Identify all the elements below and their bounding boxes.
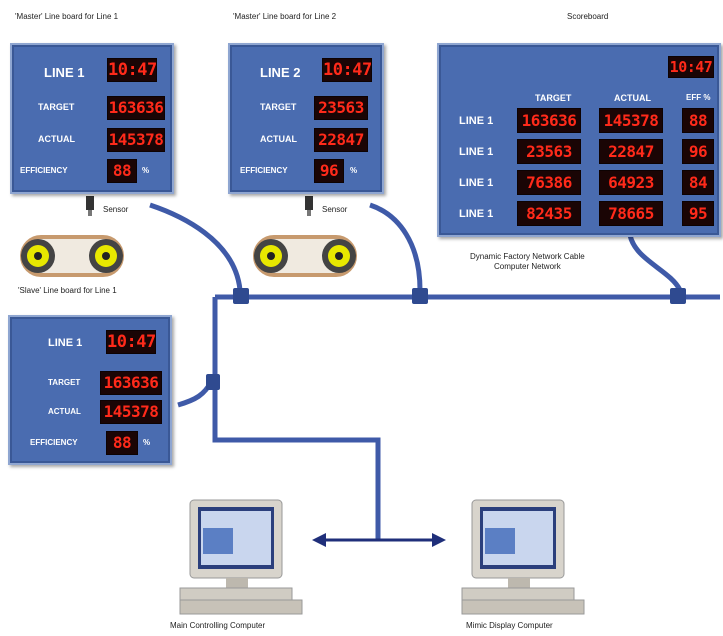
board-time-display: 10:47 [107,58,157,82]
row-line-label: LINE 1 [459,177,494,189]
caption-sensor2: Sensor [322,205,348,214]
row-line-label: LINE 1 [459,146,494,158]
target-label: TARGET [260,102,297,112]
efficiency-label: EFFICIENCY [240,166,288,175]
conveyor-line1 [20,235,124,277]
caption-network: Dynamic Factory Network Cable Computer N… [470,252,585,271]
actual-display: 145378 [100,400,162,424]
efficiency-label: EFFICIENCY [30,438,78,447]
efficiency-display: 88 [107,159,137,183]
caption-sensor1: Sensor [103,205,129,214]
cable-master1 [149,202,243,291]
arrow-right-head [432,533,446,547]
scoreboard-time-display: 10:47 [668,56,714,78]
efficiency-label: EFFICIENCY [20,166,68,175]
cable-trunk [212,297,381,540]
conveyor-line2 [253,235,357,277]
actual-display: 22847 [314,128,368,152]
header-actual: ACTUAL [614,93,651,103]
actual-label: ACTUAL [38,134,75,144]
row-target-display: 76386 [517,170,581,195]
row-target-display: 23563 [517,139,581,164]
row-actual-display: 78665 [599,201,663,226]
board-time-display: 10:47 [322,58,372,82]
row-target-display: 82435 [517,201,581,226]
percent-sign: % [350,166,358,175]
actual-display: 145378 [107,128,165,152]
row-line-label: LINE 1 [459,208,494,220]
header-target: TARGET [535,93,572,103]
actual-label: ACTUAL [48,407,81,416]
target-label: TARGET [48,378,81,387]
scoreboard: 10:47 TARGET ACTUAL EFF % LINE 1 163636 … [437,43,721,237]
sensor-line1 [86,196,94,216]
percent-sign: % [143,438,151,447]
master-board-line2: LINE 2 10:47 TARGET 23563 ACTUAL 22847 E… [228,43,384,194]
connector-3 [670,288,686,304]
cable-master2 [369,202,423,291]
row-eff-display: 84 [682,170,714,195]
target-display: 163636 [107,96,165,120]
row-actual-display: 145378 [599,108,663,133]
caption-mimic-computer: Mimic Display Computer [466,621,553,630]
efficiency-display: 88 [106,431,138,455]
mimic-computer [461,499,585,615]
percent-sign: % [142,166,150,175]
board-line-label: LINE 2 [260,65,301,80]
actual-label: ACTUAL [260,134,297,144]
cable-scoreboard [627,234,683,292]
connector-2 [412,288,428,304]
caption-slave1: 'Slave' Line board for Line 1 [18,286,117,295]
board-line-label: LINE 1 [48,337,83,349]
header-eff: EFF % [686,93,711,102]
target-display: 163636 [100,371,162,395]
row-line-label: LINE 1 [459,115,494,127]
target-display: 23563 [314,96,368,120]
caption-master2: 'Master' Line board for Line 2 [233,12,337,21]
caption-master1: 'Master' Line board for Line 1 [15,12,119,21]
caption-scoreboard: Scoreboard [567,12,609,21]
master-board-line1: LINE 1 10:47 TARGET 163636 ACTUAL 145378… [10,43,174,194]
row-eff-display: 96 [682,139,714,164]
row-eff-display: 88 [682,108,714,133]
row-eff-display: 95 [682,201,714,226]
row-actual-display: 64923 [599,170,663,195]
target-label: TARGET [38,102,75,112]
board-line-label: LINE 1 [44,65,85,80]
caption-main-computer: Main Controlling Computer [170,621,266,630]
slave-board-line1: LINE 1 10:47 TARGET 163636 ACTUAL 145378… [8,315,172,465]
sensor-line2 [305,196,313,216]
main-computer [179,499,303,615]
row-target-display: 163636 [517,108,581,133]
connector-1 [233,288,249,304]
arrow-left-head [312,533,326,547]
efficiency-display: 96 [314,159,344,183]
row-actual-display: 22847 [599,139,663,164]
connector-4 [206,374,220,390]
board-time-display: 10:47 [106,330,156,354]
